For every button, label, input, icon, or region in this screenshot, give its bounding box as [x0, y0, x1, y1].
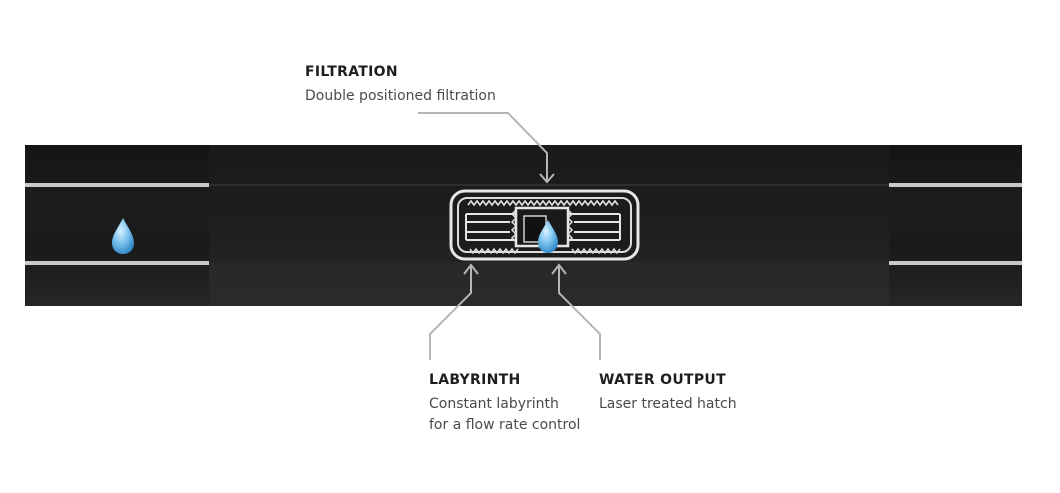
labyrinth-right: [568, 213, 621, 241]
callout-labyrinth-title: LABYRINTH: [429, 372, 521, 388]
arrow-head-labyrinth: [463, 263, 479, 275]
filtration-teeth-bottom: [469, 247, 621, 255]
filtration-teeth-top: [467, 199, 619, 207]
emitter-water-drop-icon: [538, 220, 558, 253]
callout-labyrinth-desc-line1: Constant labyrinth: [429, 396, 559, 412]
labyrinth-left: [465, 213, 516, 241]
tube-stripe-right-top: [889, 183, 1022, 187]
callout-filtration: FILTRATION Double positioned filtration: [305, 63, 496, 107]
emitter: [449, 189, 640, 261]
tube-center-line: [209, 184, 889, 186]
callout-labyrinth: LABYRINTH Constant labyrinth for a flow …: [429, 371, 580, 436]
tube-lower-band: [209, 262, 889, 306]
callout-labyrinth-desc: Constant labyrinth for a flow rate contr…: [429, 394, 580, 436]
callout-water-output-desc: Laser treated hatch: [599, 396, 737, 412]
arrow-head-filtration: [539, 173, 555, 184]
labyrinth-zigzag-right: [566, 209, 574, 243]
water-drop-icon: [112, 218, 134, 254]
leader-water-output: [551, 263, 601, 360]
callout-filtration-title: FILTRATION: [305, 64, 398, 80]
callout-water-output-title: WATER OUTPUT: [599, 372, 726, 388]
tube-stripe-right-bottom: [889, 261, 1022, 265]
arrow-head-water-output: [551, 263, 567, 275]
leader-labyrinth: [429, 263, 479, 360]
callout-water-output: WATER OUTPUT Laser treated hatch: [599, 371, 737, 415]
labyrinth-zigzag-left: [510, 209, 518, 243]
callout-filtration-desc: Double positioned filtration: [305, 88, 496, 104]
leader-filtration: [418, 112, 555, 184]
tube-stripe-left-top: [25, 183, 209, 187]
callout-labyrinth-desc-line2: for a flow rate control: [429, 417, 581, 433]
tube-stripe-left-bottom: [25, 261, 209, 265]
